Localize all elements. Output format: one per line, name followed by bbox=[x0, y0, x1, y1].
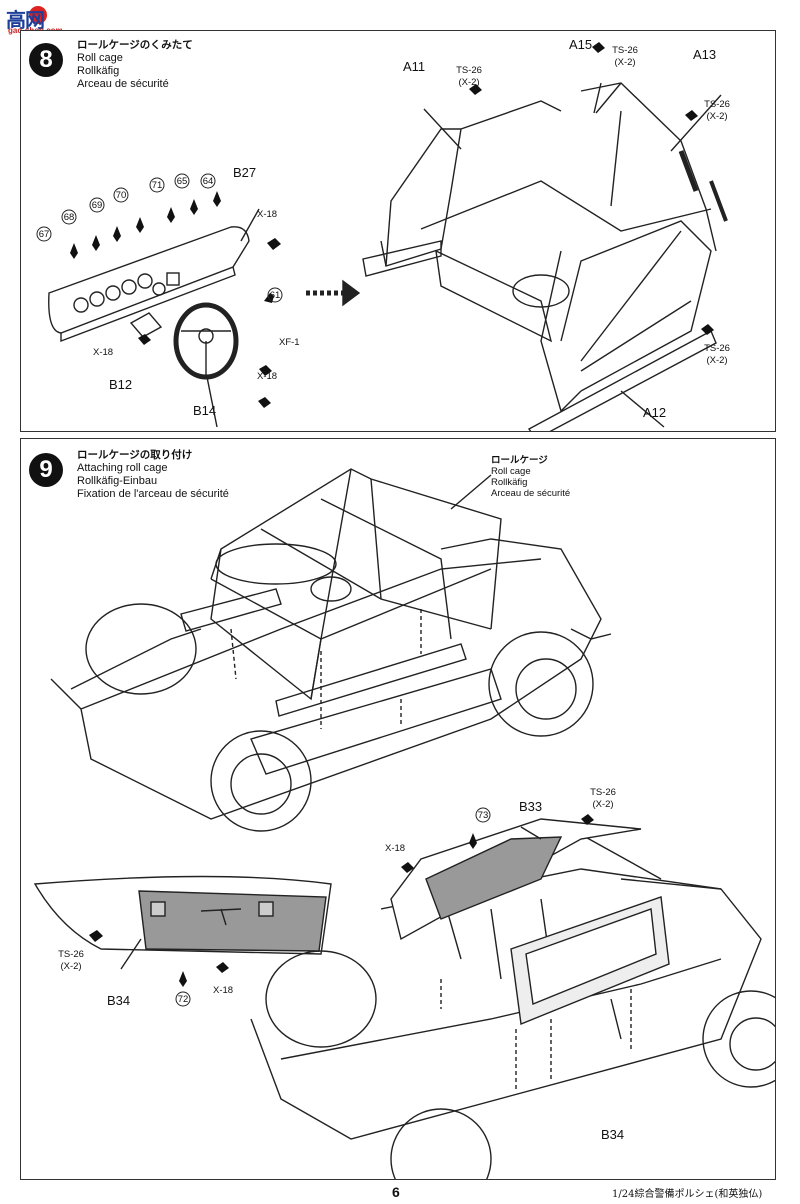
roll-cage-callout-en: Roll cage bbox=[491, 466, 531, 477]
step-8-title: ロールケージのくみたて Roll cage Rollkäfig Arceau d… bbox=[77, 39, 193, 91]
roll-cage-assembly-drawing bbox=[36, 42, 728, 431]
step-9-title-jp: ロールケージの取り付け bbox=[77, 449, 193, 461]
part-a15-label: A15 bbox=[569, 37, 593, 52]
roll-cage-callout-fr: Arceau de sécurité bbox=[491, 488, 571, 499]
part-65-label: 65 bbox=[176, 176, 188, 187]
step-9-title: ロールケージの取り付け Attaching roll cage Rollkäfi… bbox=[77, 449, 229, 501]
step-8-title-fr: Arceau de sécurité bbox=[77, 78, 169, 90]
footer-title: 1/24綜合警備ポルシェ(和英独仏) bbox=[612, 1189, 763, 1200]
part-b33-label: B33 bbox=[519, 799, 543, 814]
paint-ts26-label-4: TS-26 (X-2) bbox=[697, 343, 737, 367]
paint-x2-code-4: (X-2) bbox=[706, 355, 728, 366]
paint-x2-code-6: (X-2) bbox=[592, 799, 614, 810]
paint-x2-code-1: (X-2) bbox=[458, 77, 480, 88]
step-9-panel: 9 ロールケージの取り付け Attaching roll cage Rollkä… bbox=[20, 438, 776, 1180]
screw-x18-label-2: X-18 bbox=[93, 347, 114, 358]
part-b14-label: B14 bbox=[193, 403, 217, 418]
paint-ts26-code-2: TS-26 bbox=[612, 45, 638, 56]
part-69-label: 69 bbox=[91, 200, 103, 211]
paint-ts26-label-3: TS-26 (X-2) bbox=[697, 99, 737, 123]
logo-glyphs: 高网 bbox=[6, 8, 45, 32]
paint-ts26-code-6: TS-26 bbox=[590, 787, 616, 798]
step-9-number: 9 bbox=[29, 453, 63, 487]
step-8-title-en: Roll cage bbox=[77, 52, 123, 64]
roll-cage-callout-jp: ロールケージ bbox=[491, 455, 548, 466]
step-8-title-jp: ロールケージのくみたて bbox=[77, 39, 193, 51]
part-70-label: 70 bbox=[115, 190, 127, 201]
page-number: 6 bbox=[392, 1184, 400, 1200]
paint-ts26-code-5: TS-26 bbox=[58, 949, 84, 960]
paint-xf1-label: XF-1 bbox=[279, 337, 300, 348]
part-a11-label: A11 bbox=[403, 59, 426, 74]
paint-ts26-label-6: TS-26 (X-2) bbox=[583, 787, 623, 811]
step-9-title-de: Rollkäfig-Einbau bbox=[77, 475, 158, 487]
screw-x18-label-5: X-18 bbox=[213, 985, 234, 996]
part-68-label: 68 bbox=[63, 212, 75, 223]
part-64-label: 64 bbox=[202, 176, 214, 187]
step-9-title-en: Attaching roll cage bbox=[77, 462, 168, 474]
part-a12-label: A12 bbox=[643, 405, 667, 420]
paint-x2-code-5: (X-2) bbox=[60, 961, 82, 972]
part-a13-label: A13 bbox=[693, 47, 717, 62]
part-61-label: 61 bbox=[269, 290, 281, 301]
paint-x2-code-3: (X-2) bbox=[706, 111, 728, 122]
part-67-label: 67 bbox=[38, 229, 50, 240]
paint-ts26-code-3: TS-26 bbox=[704, 99, 730, 110]
screw-x18-label-1: X-18 bbox=[257, 209, 278, 220]
paint-ts26-code-4: TS-26 bbox=[704, 343, 730, 354]
part-71-label: 71 bbox=[151, 180, 163, 191]
roll-cage-callout-de: Rollkäfig bbox=[491, 477, 528, 488]
part-72-label: 72 bbox=[177, 994, 189, 1005]
screw-x18-label-3: X-18 bbox=[257, 371, 278, 382]
part-b34-label-2: B34 bbox=[601, 1127, 625, 1142]
paint-ts26-label-2: TS-26 (X-2) bbox=[605, 45, 645, 69]
paint-ts26-label-1: TS-26 (X-2) bbox=[449, 65, 489, 89]
part-b34-label-1: B34 bbox=[107, 993, 131, 1008]
part-b12-label: B12 bbox=[109, 377, 133, 392]
paint-ts26-code-1: TS-26 bbox=[456, 65, 482, 76]
part-b27-label: B27 bbox=[233, 165, 257, 180]
part-73-label: 73 bbox=[477, 810, 489, 821]
paint-x2-code-2: (X-2) bbox=[614, 57, 636, 68]
logo-dot-icon bbox=[29, 6, 47, 24]
screw-x18-label-4: X-18 bbox=[385, 843, 406, 854]
paint-ts26-label-5: TS-26 (X-2) bbox=[51, 949, 91, 973]
chassis-cage-installation-drawing bbox=[33, 468, 775, 1179]
step-8-panel: 8 ロールケージのくみたて Roll cage Rollkäfig Arceau… bbox=[20, 30, 776, 432]
roll-cage-callout: ロールケージ Roll cage Rollkäfig Arceau de séc… bbox=[491, 455, 570, 499]
step-8-title-de: Rollkäfig bbox=[77, 65, 120, 77]
step-9-title-fr: Fixation de l'arceau de sécurité bbox=[77, 488, 229, 500]
step-8-number: 8 bbox=[29, 43, 63, 77]
